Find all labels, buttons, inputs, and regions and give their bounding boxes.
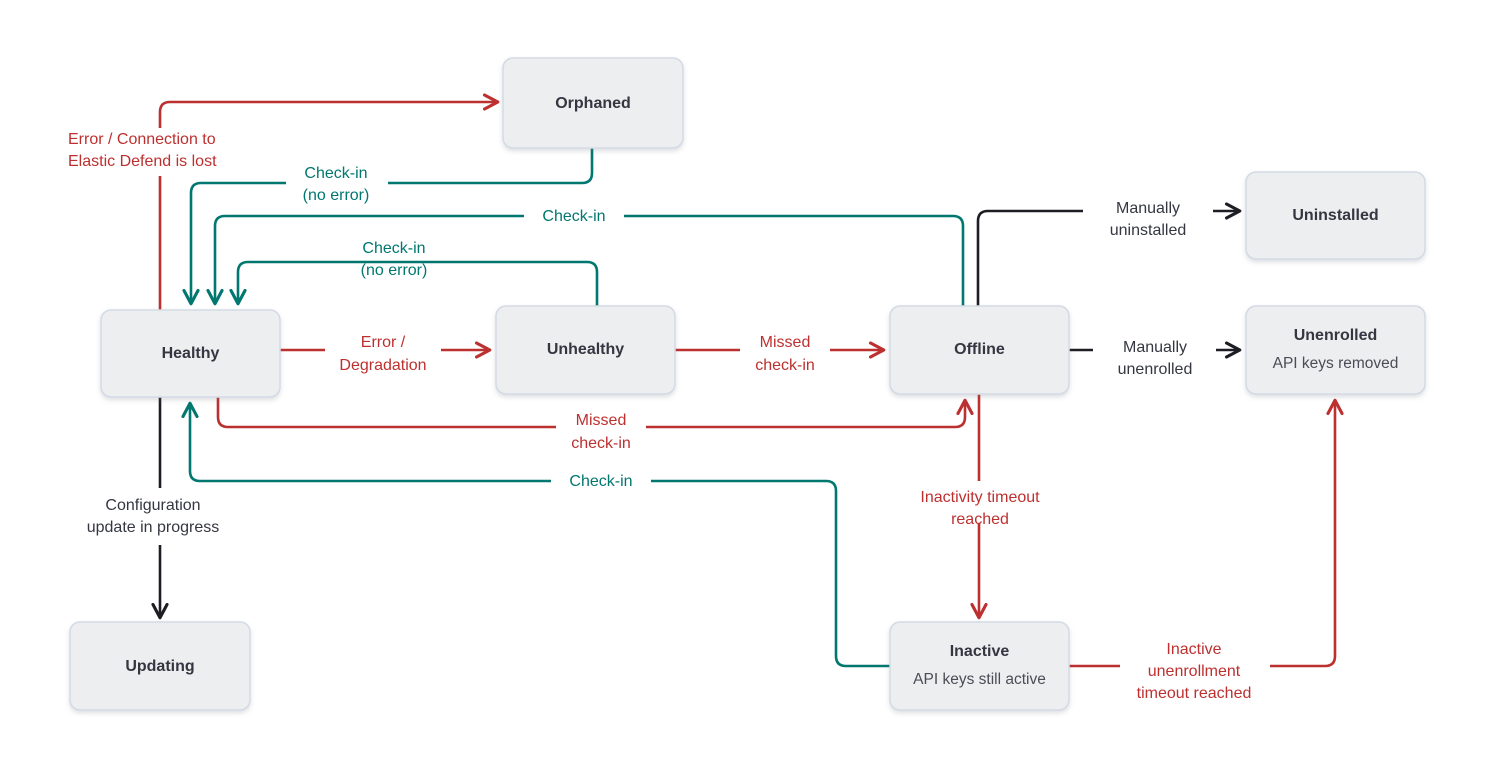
label-bg bbox=[556, 409, 646, 432]
label-line: check-in bbox=[755, 357, 815, 374]
node-orphaned-box[interactable] bbox=[502, 57, 684, 149]
node-unhealthy[interactable]: Unhealthy bbox=[495, 305, 676, 395]
label-offline-to-inactive: Inactivity timeout reached bbox=[903, 486, 1057, 528]
label-line: (no error) bbox=[361, 262, 428, 279]
node-inactive-box[interactable] bbox=[889, 621, 1070, 711]
label-line: Check-in bbox=[542, 208, 605, 225]
node-uninstalled[interactable]: Uninstalled bbox=[1245, 171, 1426, 260]
label-line: Check-in bbox=[304, 165, 367, 182]
label-line: update in progress bbox=[87, 519, 220, 536]
label-line: Error / bbox=[361, 334, 406, 351]
label-orphaned-to-healthy: Check-in (no error) bbox=[286, 162, 388, 204]
node-offline-box[interactable] bbox=[889, 305, 1070, 395]
edge-unhealthy-to-healthy bbox=[229, 260, 599, 306]
node-orphaned-title: Orphaned bbox=[555, 95, 631, 112]
label-line: unenrolled bbox=[1118, 361, 1193, 378]
edge-inactive-to-unenrolled-arrow bbox=[1268, 398, 1344, 668]
node-unhealthy-box[interactable] bbox=[495, 305, 676, 395]
node-unenrolled-subtitle: API keys removed bbox=[1273, 355, 1399, 372]
node-unenrolled-title: Unenrolled bbox=[1294, 327, 1378, 344]
label-unhealthy-to-offline: Missed check-in bbox=[740, 329, 830, 379]
label-line: Inactive bbox=[1166, 641, 1221, 658]
label-offline-to-healthy: Check-in bbox=[524, 205, 624, 228]
label-line: Inactivity timeout bbox=[920, 489, 1040, 506]
label-bg bbox=[325, 329, 441, 379]
label-line: Check-in bbox=[362, 240, 425, 257]
label-line: reached bbox=[951, 511, 1009, 528]
label-unhealthy-to-healthy: Check-in (no error) bbox=[344, 237, 444, 279]
node-offline-title: Offline bbox=[954, 341, 1005, 358]
label-bg bbox=[551, 470, 651, 493]
edge-offline-to-uninstalled bbox=[976, 209, 1083, 306]
label-line: Configuration bbox=[105, 497, 200, 514]
node-unhealthy-title: Unhealthy bbox=[547, 341, 624, 358]
label-bg bbox=[1120, 655, 1270, 678]
label-bg bbox=[286, 162, 388, 186]
node-healthy-box[interactable] bbox=[100, 309, 281, 398]
node-updating[interactable]: Updating bbox=[69, 621, 251, 711]
node-uninstalled-box[interactable] bbox=[1245, 171, 1426, 260]
node-healthy[interactable]: Healthy bbox=[100, 309, 281, 398]
label-offline-to-unenrolled: Manually unenrolled bbox=[1096, 336, 1214, 378]
label-line: Error / Connection to bbox=[68, 131, 216, 148]
label-bg bbox=[1096, 336, 1214, 359]
edge-orphaned-to-healthy bbox=[182, 148, 594, 306]
node-inactive-subtitle: API keys still active bbox=[913, 671, 1046, 688]
node-inactive-title: Inactive bbox=[950, 643, 1010, 660]
node-uninstalled-title: Uninstalled bbox=[1292, 207, 1378, 224]
label-line: uninstalled bbox=[1110, 222, 1187, 239]
label-line: check-in bbox=[571, 435, 631, 452]
label-bg bbox=[903, 486, 1057, 509]
node-unenrolled-box[interactable] bbox=[1245, 305, 1426, 395]
label-inactive-to-healthy: Check-in bbox=[551, 470, 651, 493]
label-healthy-to-orphaned: Error / Connection to Elastic Defend is … bbox=[62, 128, 248, 176]
label-line: Missed bbox=[760, 334, 811, 351]
node-healthy-title: Healthy bbox=[162, 345, 220, 362]
label-offline-to-uninstalled: Manually uninstalled bbox=[1087, 197, 1209, 239]
label-line: Manually bbox=[1123, 339, 1187, 356]
label-healthy-to-unhealthy: Error / Degradation bbox=[325, 329, 441, 379]
node-updating-box[interactable] bbox=[69, 621, 251, 711]
label-healthy-to-offline-missed: Missed check-in bbox=[556, 409, 646, 452]
label-bg bbox=[62, 128, 248, 176]
node-inactive[interactable]: Inactive API keys still active bbox=[889, 621, 1070, 711]
label-line: Degradation bbox=[339, 357, 426, 374]
label-inactive-to-unenrolled: Inactive unenrollment timeout reached bbox=[1120, 641, 1270, 702]
label-bg bbox=[344, 237, 444, 260]
label-line: unenrollment bbox=[1148, 663, 1241, 680]
label-line: timeout reached bbox=[1137, 685, 1252, 702]
label-line: Elastic Defend is lost bbox=[68, 153, 217, 170]
label-line: Manually bbox=[1116, 200, 1180, 217]
node-updating-title: Updating bbox=[125, 658, 194, 675]
node-offline[interactable]: Offline bbox=[889, 305, 1070, 395]
label-healthy-to-updating: Configuration update in progress bbox=[70, 493, 238, 543]
label-bg bbox=[740, 329, 830, 379]
label-bg bbox=[1087, 197, 1209, 220]
label-line: (no error) bbox=[303, 187, 370, 204]
label-bg bbox=[70, 493, 238, 543]
label-line: Missed bbox=[576, 412, 627, 429]
node-orphaned[interactable]: Orphaned bbox=[502, 57, 684, 149]
label-line: Check-in bbox=[569, 473, 632, 490]
edge-healthy-to-orphaned bbox=[158, 93, 500, 312]
edge-inactive-to-healthy bbox=[181, 401, 890, 668]
label-bg bbox=[524, 205, 624, 228]
node-unenrolled[interactable]: Unenrolled API keys removed bbox=[1245, 305, 1426, 395]
